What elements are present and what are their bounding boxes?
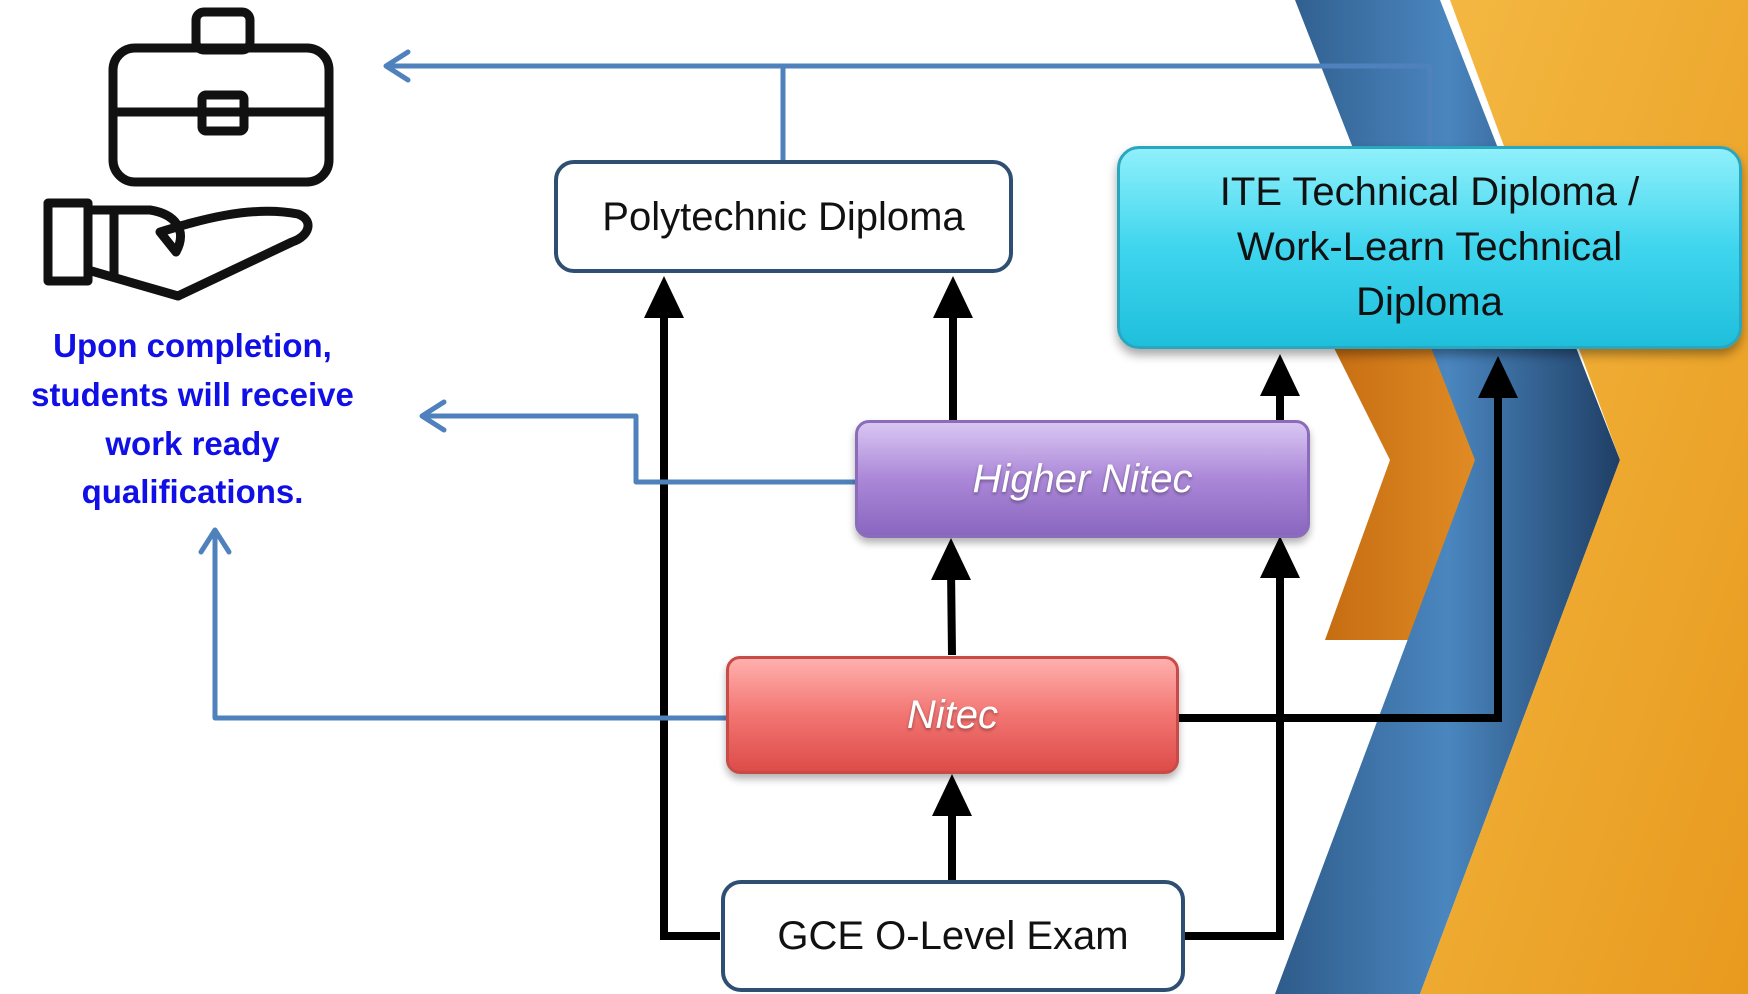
ite-label-line2: Work-Learn Technical	[1236, 224, 1623, 269]
arrowhead-higher-nitec-right	[1260, 536, 1300, 578]
nitec-to-ite-line	[1178, 392, 1502, 722]
employment-arrows	[198, 49, 1433, 721]
nitec-to-callout-line	[212, 529, 729, 721]
gce-o-level-exam-box: GCE O-Level Exam	[721, 880, 1185, 992]
olevel-to-higher-nitec-line	[1185, 568, 1284, 940]
callout-line2: students will receive	[31, 375, 354, 413]
arrowhead-callout-bottom	[198, 527, 232, 555]
ite-label-line3: Diploma	[1356, 280, 1503, 325]
callout-line1: Upon completion,	[53, 327, 332, 364]
arrowhead-work-top	[383, 49, 411, 83]
briefcase-in-hand-icon	[43, 7, 334, 301]
arrowhead-ite-left	[1260, 354, 1300, 396]
ite-to-work-line	[385, 63, 1433, 149]
arrowhead-higher-nitec-left	[931, 538, 971, 580]
callout-line3: work ready	[105, 424, 280, 462]
arrowhead-callout-right	[419, 399, 447, 433]
higher-nitec-to-callout-line	[421, 413, 858, 485]
olevel-to-poly-line	[660, 308, 720, 940]
ite-technical-diploma-box: ITE Technical Diploma / Work-Learn Techn…	[1117, 146, 1742, 349]
arrowhead-poly-right	[933, 276, 973, 318]
polytechnic-diploma-label: Polytechnic Diploma	[602, 194, 965, 239]
higher-nitec-box: Higher Nitec	[855, 420, 1310, 538]
ite-label-line1: ITE Technical Diploma /	[1219, 169, 1640, 214]
nitec-label: Nitec	[906, 693, 999, 737]
nitec-to-higher-nitec-line	[947, 567, 956, 656]
progression-arrowheads	[644, 276, 1518, 816]
gce-o-level-exam-label: GCE O-Level Exam	[777, 914, 1129, 958]
arrowhead-ite-right	[1478, 356, 1518, 398]
arrowhead-poly-left	[644, 276, 684, 318]
nitec-box: Nitec	[726, 656, 1179, 774]
arrowhead-nitec	[932, 774, 972, 816]
callout-line4: qualifications.	[81, 473, 304, 511]
higher-nitec-label: Higher Nitec	[972, 457, 1193, 501]
work-ready-callout: Upon completion, students will receive w…	[0, 322, 385, 517]
polytechnic-diploma-box: Polytechnic Diploma	[554, 160, 1013, 273]
progression-arrows	[660, 308, 1502, 940]
